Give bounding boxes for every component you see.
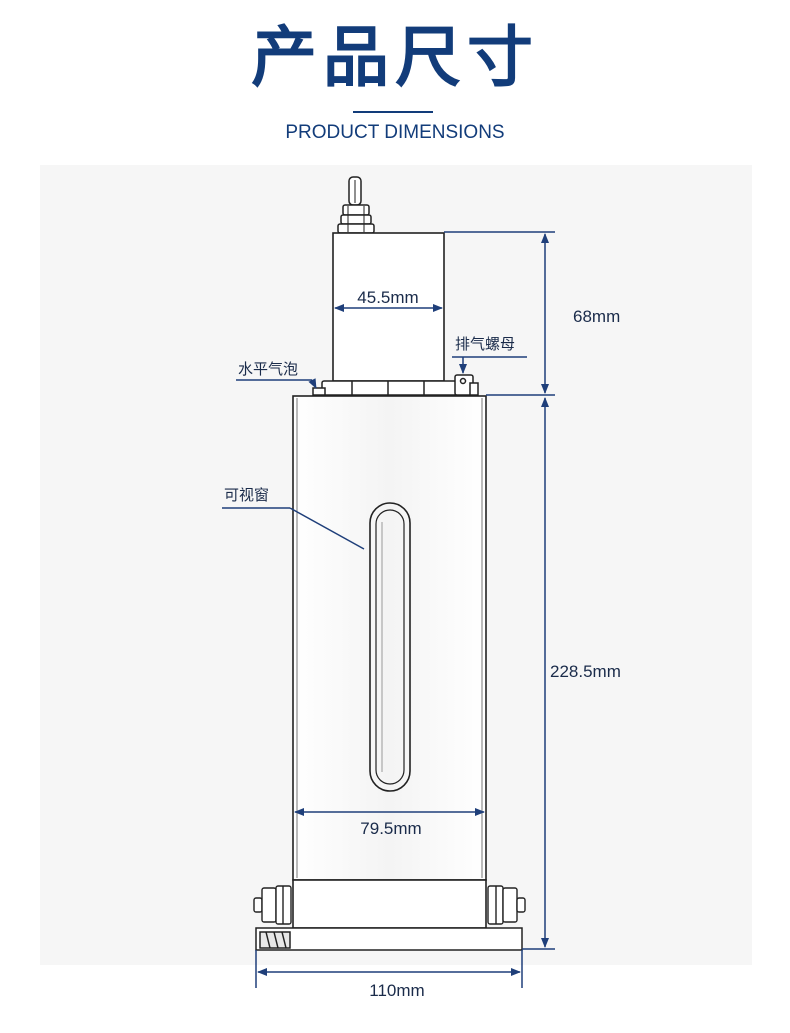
callout-vent-nut: 排气螺母 xyxy=(455,335,515,353)
page-subtitle: PRODUCT DIMENSIONS xyxy=(285,122,505,143)
dim-label-top-height: 68mm xyxy=(573,307,620,326)
viewing-window xyxy=(369,502,411,792)
dim-label-body-height: 228.5mm xyxy=(550,662,621,681)
base-plate xyxy=(255,927,523,951)
main-body xyxy=(292,395,487,881)
callout-viewing-window-pointer xyxy=(289,507,365,550)
callout-level-bubble: 水平气泡 xyxy=(238,360,298,378)
top-nut-assembly xyxy=(312,374,479,396)
page-title: 产品尺寸 xyxy=(251,19,539,96)
right-bolt xyxy=(487,885,526,925)
left-bolt xyxy=(253,885,292,925)
cable-gland xyxy=(337,176,375,234)
callout-level-bubble-pointer xyxy=(308,378,317,389)
dim-label-base-width: 110mm xyxy=(369,981,424,1000)
dim-label-top-width: 45.5mm xyxy=(357,288,418,307)
dim-label-body-width: 79.5mm xyxy=(360,819,421,838)
sensor-housing xyxy=(332,232,445,382)
bottom-block xyxy=(292,879,487,929)
title-underline xyxy=(353,111,433,113)
callout-viewing-window: 可视窗 xyxy=(224,486,269,504)
